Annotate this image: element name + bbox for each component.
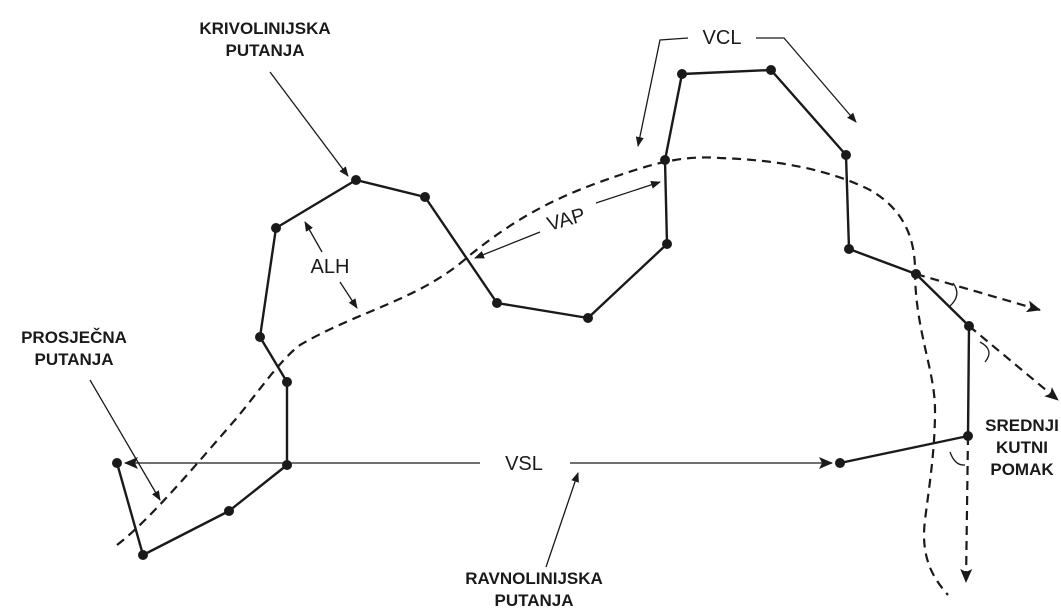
vap-arrow-right <box>595 181 661 204</box>
curvilinear-pointer <box>269 71 349 177</box>
average-label: PROSJEČNA <box>21 328 127 347</box>
curvilinear-label: PUTANJA <box>225 41 304 60</box>
average-path <box>116 156 949 596</box>
track-point <box>420 192 430 202</box>
track-point <box>841 150 851 160</box>
angular-displacement <box>915 272 1059 583</box>
alh-arrow-down <box>339 281 358 309</box>
straight-label: RAVNOLINIJSKA <box>465 569 603 588</box>
vcl-arrow-right <box>756 37 857 123</box>
vcl-arrow-left <box>635 37 689 147</box>
track-point <box>224 506 234 516</box>
track-point <box>351 175 361 185</box>
angular-label: POMAK <box>990 460 1054 479</box>
track-point <box>112 458 122 468</box>
track-point <box>282 377 292 387</box>
track-point <box>255 332 265 342</box>
vsl-label: VSL <box>505 453 543 475</box>
angular-label: KUTNI <box>996 438 1048 457</box>
angular-label: SREDNJI <box>985 416 1059 435</box>
alh-label: ALH <box>311 256 350 278</box>
vap-arrow-left <box>474 231 541 259</box>
track-point <box>282 460 292 470</box>
curvilinear-label: KRIVOLINIJSKA <box>199 19 330 38</box>
vap-label: VAP <box>545 204 588 236</box>
straight-label: PUTANJA <box>494 591 573 610</box>
track-point <box>677 69 687 79</box>
track-point <box>492 298 502 308</box>
straight-pointer <box>545 472 579 568</box>
track-point <box>835 458 845 468</box>
track-point <box>271 223 281 233</box>
curvilinear-path <box>115 68 971 557</box>
track-point <box>844 244 854 254</box>
track-point <box>583 313 593 323</box>
track-point <box>766 65 776 75</box>
track-point <box>660 155 670 165</box>
alh-arrow-up <box>304 221 323 253</box>
track-points <box>112 65 974 560</box>
track-point <box>138 550 148 560</box>
track-point <box>662 239 672 249</box>
average-pointer <box>89 379 161 501</box>
vcl-label: VCL <box>703 27 742 49</box>
average-label: PUTANJA <box>34 350 113 369</box>
